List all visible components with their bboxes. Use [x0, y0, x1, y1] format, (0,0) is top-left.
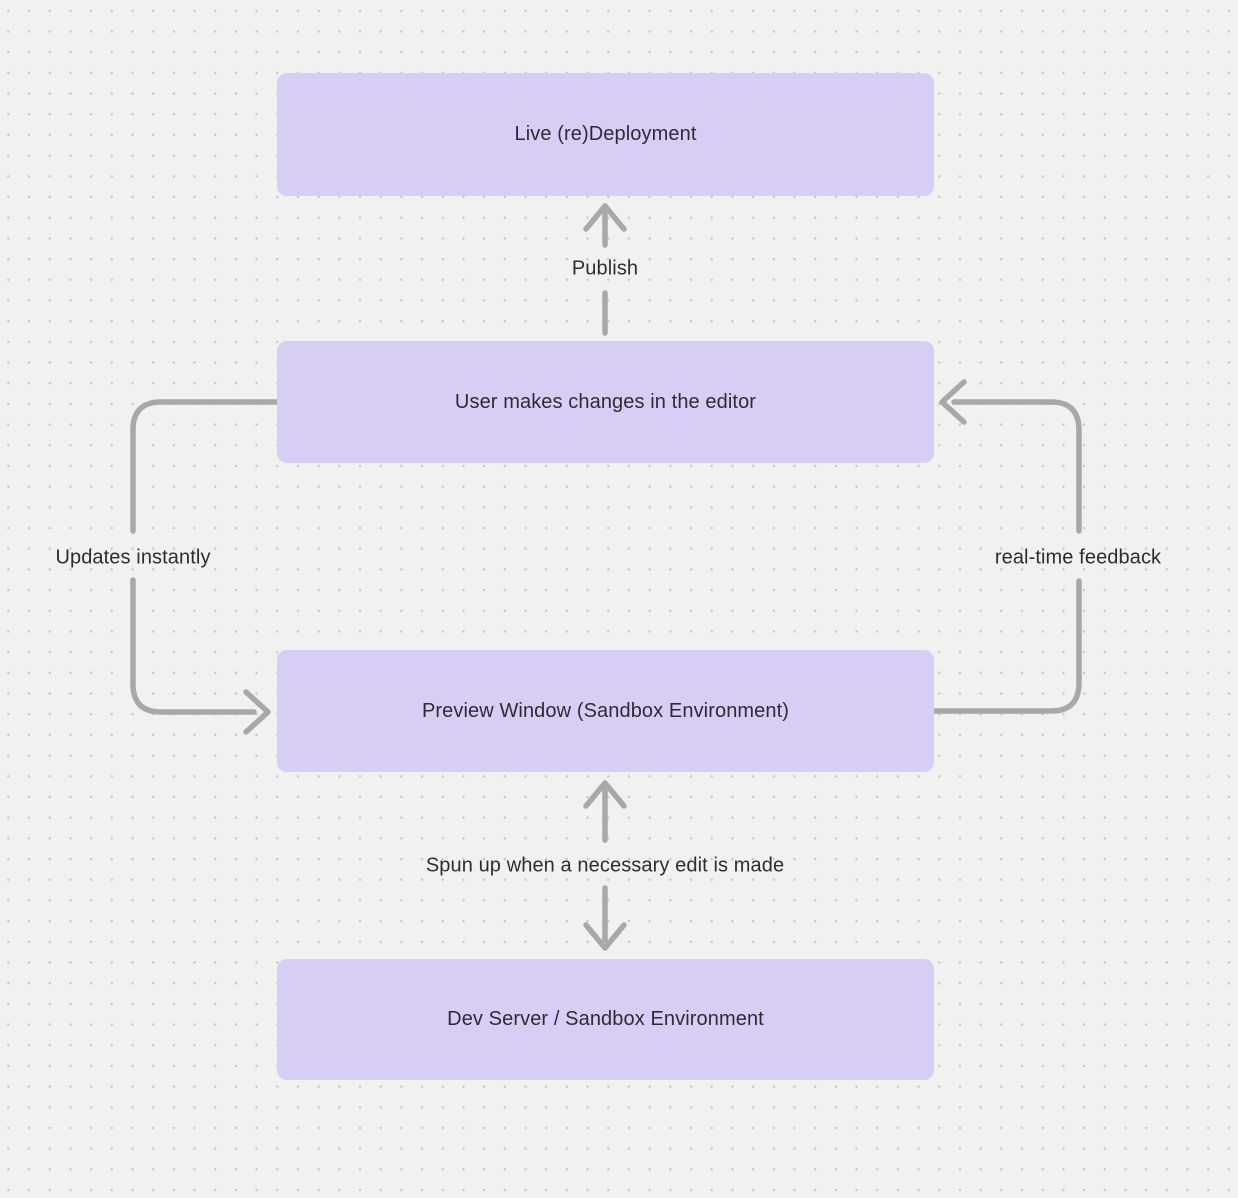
- spun-up-arrow[interactable]: [583, 780, 627, 951]
- edge-label-updates-instantly: Updates instantly: [55, 546, 211, 569]
- publish-arrow[interactable]: [583, 203, 627, 336]
- node-label: User makes changes in the editor: [454, 390, 757, 413]
- node-label: Dev Server / Sandbox Environment: [447, 1008, 764, 1030]
- node-label: Preview Window (Sandbox Environment): [421, 699, 790, 722]
- node-label: Live (re)Deployment: [514, 123, 697, 145]
- node-dev-server[interactable]: Dev Server / Sandbox Environment: [277, 959, 934, 1080]
- updates-instantly-arrow[interactable]: [130, 399, 280, 735]
- node-preview-window[interactable]: Preview Window (Sandbox Environment): [277, 650, 934, 772]
- edge-label-spun-up: Spun up when a necessary edit is made: [425, 854, 785, 877]
- edge-label-publish: Publish: [571, 257, 639, 280]
- edge-label-realtime-feedback: real-time feedback: [994, 546, 1162, 569]
- node-user-editor[interactable]: User makes changes in the editor: [277, 341, 934, 463]
- realtime-feedback-arrow[interactable]: [931, 379, 1082, 714]
- node-live-redeployment[interactable]: Live (re)Deployment: [277, 73, 934, 196]
